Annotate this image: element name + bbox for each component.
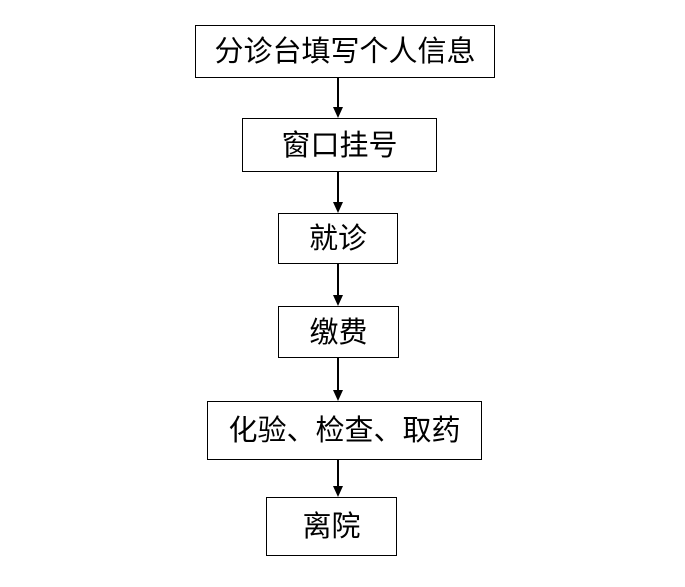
arrow-head (333, 107, 343, 118)
flow-step-discharge: 离院 (266, 497, 397, 556)
flow-step-label: 化验、检查、取药 (228, 413, 461, 447)
arrow-head (333, 295, 343, 306)
arrow-line (337, 358, 339, 390)
arrow-head (333, 390, 343, 401)
arrow-line (337, 264, 339, 295)
flow-step-label: 分诊台填写个人信息 (214, 34, 476, 68)
flow-arrow-down-icon (332, 78, 344, 118)
flow-step-consultation: 就诊 (278, 213, 398, 264)
arrow-head (333, 202, 343, 213)
flow-step-label: 缴费 (309, 314, 368, 349)
arrow-head (333, 486, 343, 497)
flow-arrow-down-icon (332, 358, 344, 401)
flow-step-payment: 缴费 (278, 306, 399, 358)
arrow-line (337, 460, 339, 486)
flow-step-label: 就诊 (308, 221, 367, 255)
arrow-line (337, 78, 339, 107)
flow-arrow-down-icon (332, 264, 344, 306)
flow-arrow-down-icon (332, 172, 344, 213)
flow-step-registration: 窗口挂号 (242, 118, 437, 172)
flow-step-label: 窗口挂号 (281, 127, 398, 162)
arrow-line (337, 172, 339, 202)
flow-step-triage-info: 分诊台填写个人信息 (195, 25, 495, 78)
flow-arrow-down-icon (332, 460, 344, 497)
flow-step-label: 离院 (302, 509, 361, 543)
flow-step-tests-medicine: 化验、检查、取药 (207, 401, 482, 460)
